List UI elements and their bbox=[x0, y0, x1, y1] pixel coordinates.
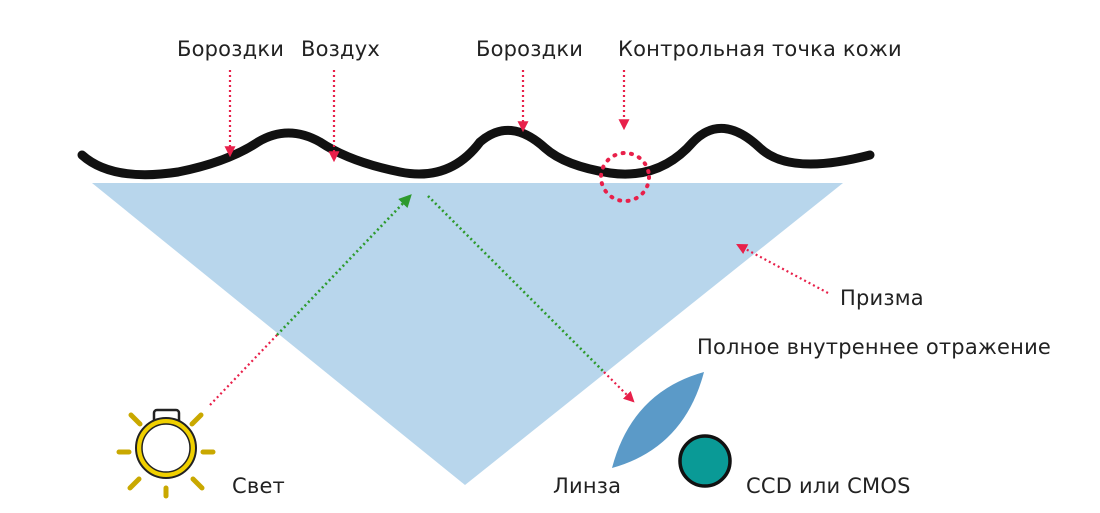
light-bulb-icon bbox=[116, 408, 216, 499]
skin-ridge-line bbox=[77, 124, 875, 180]
label-skin-checkpoint: Контрольная точка кожи bbox=[618, 37, 902, 61]
sensor-icon bbox=[678, 434, 732, 488]
label-total-internal-reflection: Полное внутреннее отражение bbox=[697, 335, 1052, 359]
label-ridges-left: Бороздки bbox=[177, 37, 285, 61]
light-ray-incident bbox=[276, 194, 412, 336]
prism bbox=[92, 183, 843, 485]
label-light: Свет bbox=[232, 474, 285, 498]
label-ridges-right: Бороздки bbox=[476, 37, 584, 61]
light-ray-reflected bbox=[427, 195, 605, 373]
label-prism: Призма bbox=[840, 286, 924, 310]
pointer-prism bbox=[736, 243, 829, 294]
light-ray-to-lens bbox=[603, 371, 635, 403]
label-lens: Линза bbox=[553, 474, 622, 498]
skin-checkpoint-circle bbox=[599, 151, 651, 203]
label-air: Воздух bbox=[301, 37, 380, 61]
light-ray-outside bbox=[209, 334, 278, 406]
label-sensor: CCD или CMOS bbox=[746, 474, 911, 498]
lens-icon bbox=[612, 372, 704, 468]
